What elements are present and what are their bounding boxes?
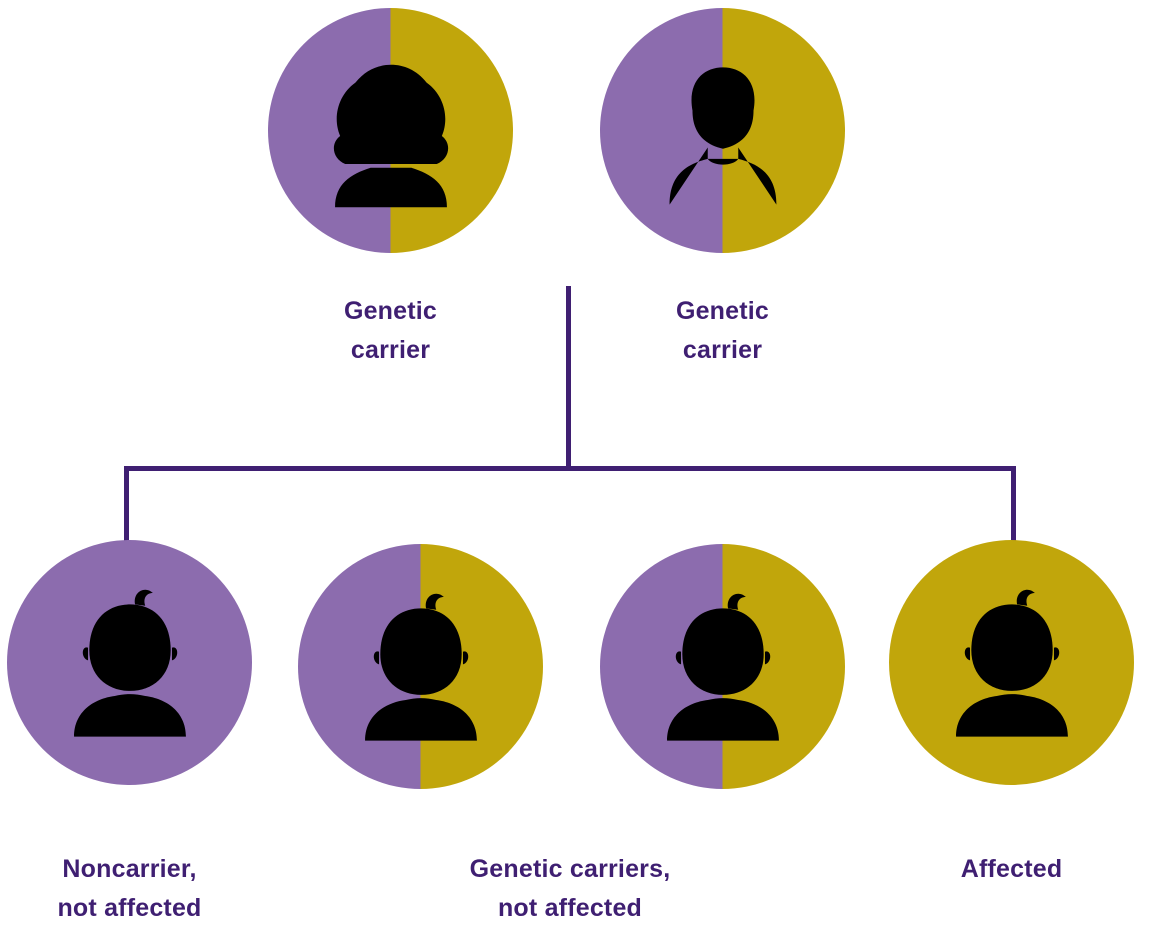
baby-icon (923, 579, 1101, 757)
father-label: Genetic carrier (675, 297, 770, 364)
man-icon (634, 47, 812, 225)
child-3-circle (600, 544, 845, 789)
child-1-circle (7, 540, 252, 785)
connector-right-stub (1011, 468, 1016, 542)
connector-left-stub (124, 468, 129, 542)
child-1-label: Noncarrier, not affected (57, 855, 202, 922)
child-2-circle (298, 544, 543, 789)
middle-children-label: Genetic carriers, not affected (469, 855, 671, 922)
father-circle (600, 8, 845, 253)
baby-icon (634, 583, 812, 761)
mother-label: Genetic carrier (343, 297, 438, 364)
connector-parents-stem (566, 286, 571, 468)
woman-icon (302, 47, 480, 225)
mother-circle (268, 8, 513, 253)
connector-children-horizontal (124, 466, 1016, 471)
child-4-circle (889, 540, 1134, 785)
baby-icon (41, 579, 219, 757)
baby-icon (332, 583, 510, 761)
child-4-label: Affected (960, 855, 1063, 883)
